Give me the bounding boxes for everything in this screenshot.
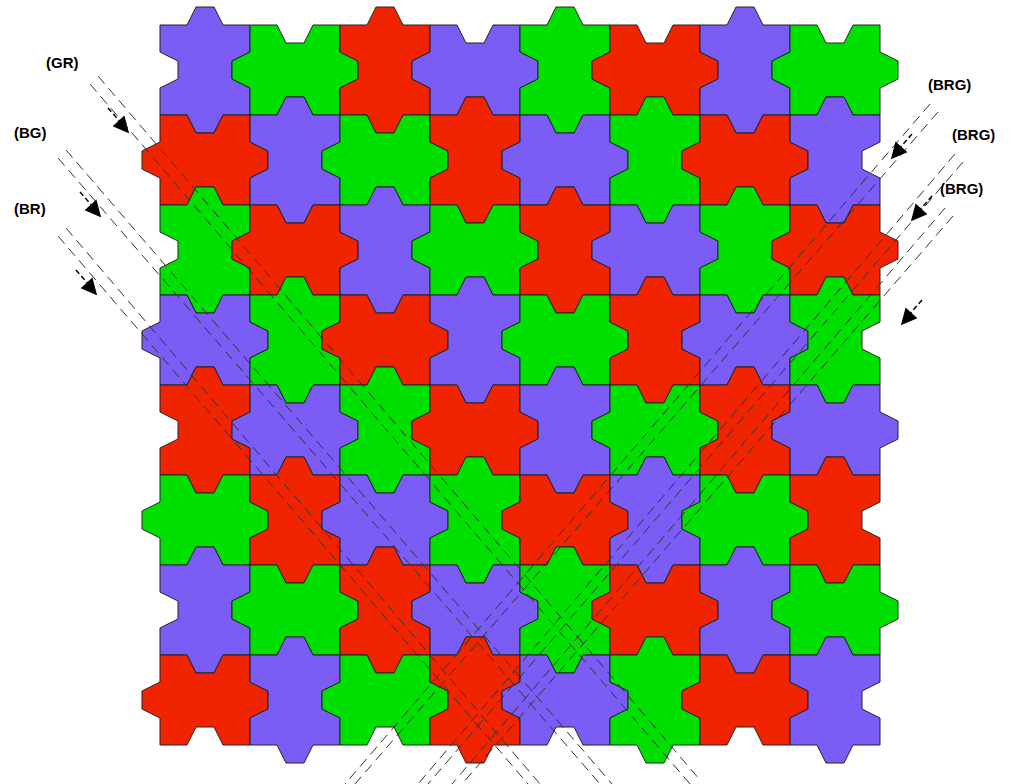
color-set-label: (BR) [14, 200, 46, 217]
color-set-label: (BG) [14, 124, 47, 141]
label-box: (BG) [14, 124, 47, 142]
color-set-label: (GR) [46, 54, 79, 71]
label-box: (BRG) [928, 76, 971, 94]
label-box: (BRG) [952, 126, 995, 144]
bone-tiles [142, 7, 898, 763]
label-box: (GR) [46, 54, 79, 72]
label-box: (BR) [14, 200, 46, 218]
color-set-label: (BRG) [952, 126, 995, 143]
label-box: (BRG) [940, 180, 983, 198]
color-set-label: (BRG) [940, 180, 983, 197]
direction-arrows [76, 108, 932, 324]
dashed-lines [58, 76, 963, 784]
color-set-label: (BRG) [928, 76, 971, 93]
